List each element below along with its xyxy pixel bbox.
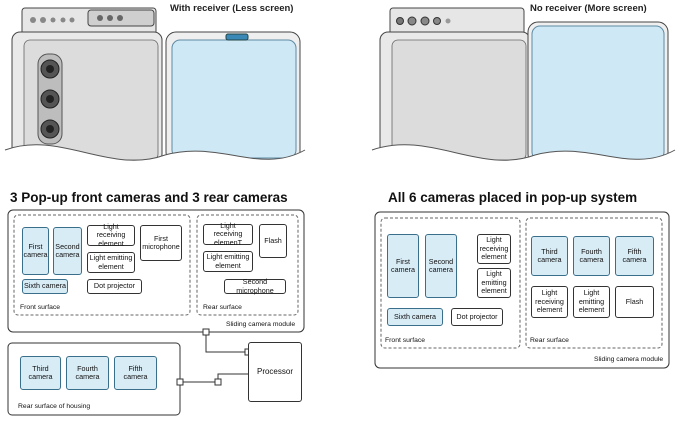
right-fifth-camera: Fifth camera — [615, 236, 654, 276]
left-first-camera: First camera — [22, 227, 49, 275]
right-front-surface-label: Front surface — [385, 337, 426, 344]
left-rear-surface-label: Rear surface — [203, 304, 242, 311]
left-sixth-camera: Sixth camera — [22, 279, 68, 294]
right-sixth-camera: Sixth camera — [387, 308, 443, 326]
right-rear-surface-label: Rear surface — [530, 337, 569, 344]
left-dot-projector: Dot projector — [87, 279, 142, 294]
right-rear-surface-frame — [525, 217, 663, 349]
rear-camera-lens-2 — [40, 89, 60, 109]
left-light-receiving-element: Light receiving element — [87, 222, 135, 248]
right-sliding-module-label: Sliding camera module — [594, 356, 664, 363]
right-phone-back — [379, 7, 531, 163]
left-first-microphone: First microphone — [140, 225, 182, 261]
left-rear-surface-frame — [196, 214, 299, 316]
right-sliding-module-frame — [374, 211, 670, 369]
rear-camera-lens-3 — [40, 119, 60, 139]
left-light-emitting-element: Light emitting element — [87, 252, 135, 273]
right-dot-projector: Dot projector — [451, 308, 503, 326]
left-phone-back — [11, 7, 163, 163]
right-third-camera: Third camera — [531, 236, 568, 276]
left-front-surface-frame — [13, 214, 191, 316]
right-phone-front — [527, 21, 669, 165]
right-front-surface-frame — [380, 217, 521, 349]
rear-camera-lens-1 — [40, 59, 60, 79]
left-phone-front — [165, 31, 301, 163]
left-rear-light-receiving-element: Light receiving elemenT — [203, 221, 253, 247]
left-title: 3 Pop-up front cameras and 3 rear camera… — [10, 190, 288, 205]
connectors — [180, 332, 248, 383]
left-second-camera: Second camera — [53, 227, 82, 275]
left-fifth-camera: Fifth camera — [114, 356, 157, 390]
left-flash: Flash — [259, 224, 287, 258]
left-sliding-module-label: Sliding camera module — [226, 321, 296, 328]
right-title: All 6 cameras placed in pop-up system — [388, 190, 638, 205]
left-third-camera: Third camera — [20, 356, 61, 390]
left-second-microphone: Second microphone — [224, 277, 286, 294]
right-light-emitting-element: Light emitting element — [477, 268, 511, 298]
right-rear-light-receiving-element: Light receiving element — [531, 286, 568, 318]
right-second-camera: Second camera — [425, 234, 457, 298]
right-first-camera: First camera — [387, 234, 419, 298]
top-right-header: No receiver (More screen) — [530, 3, 647, 14]
rear-housing-label: Rear surface of housing — [18, 403, 91, 410]
right-light-receiving-element: Light receiving element — [477, 234, 511, 264]
processor-box: Processor — [248, 342, 302, 402]
left-fourth-camera: Fourth camera — [66, 356, 109, 390]
connector-nodes — [176, 328, 252, 386]
right-rear-light-emitting-element: Light emitting element — [573, 286, 610, 318]
left-sliding-module-frame — [7, 209, 305, 333]
right-flash: Flash — [615, 286, 654, 318]
left-rear-light-emitting-element: Light emitting element — [203, 251, 253, 272]
right-fourth-camera: Fourth camera — [573, 236, 610, 276]
left-front-surface-label: Front surface — [20, 304, 61, 311]
top-left-header: With receiver (Less screen) — [170, 3, 294, 14]
left-popup-module — [87, 9, 155, 27]
